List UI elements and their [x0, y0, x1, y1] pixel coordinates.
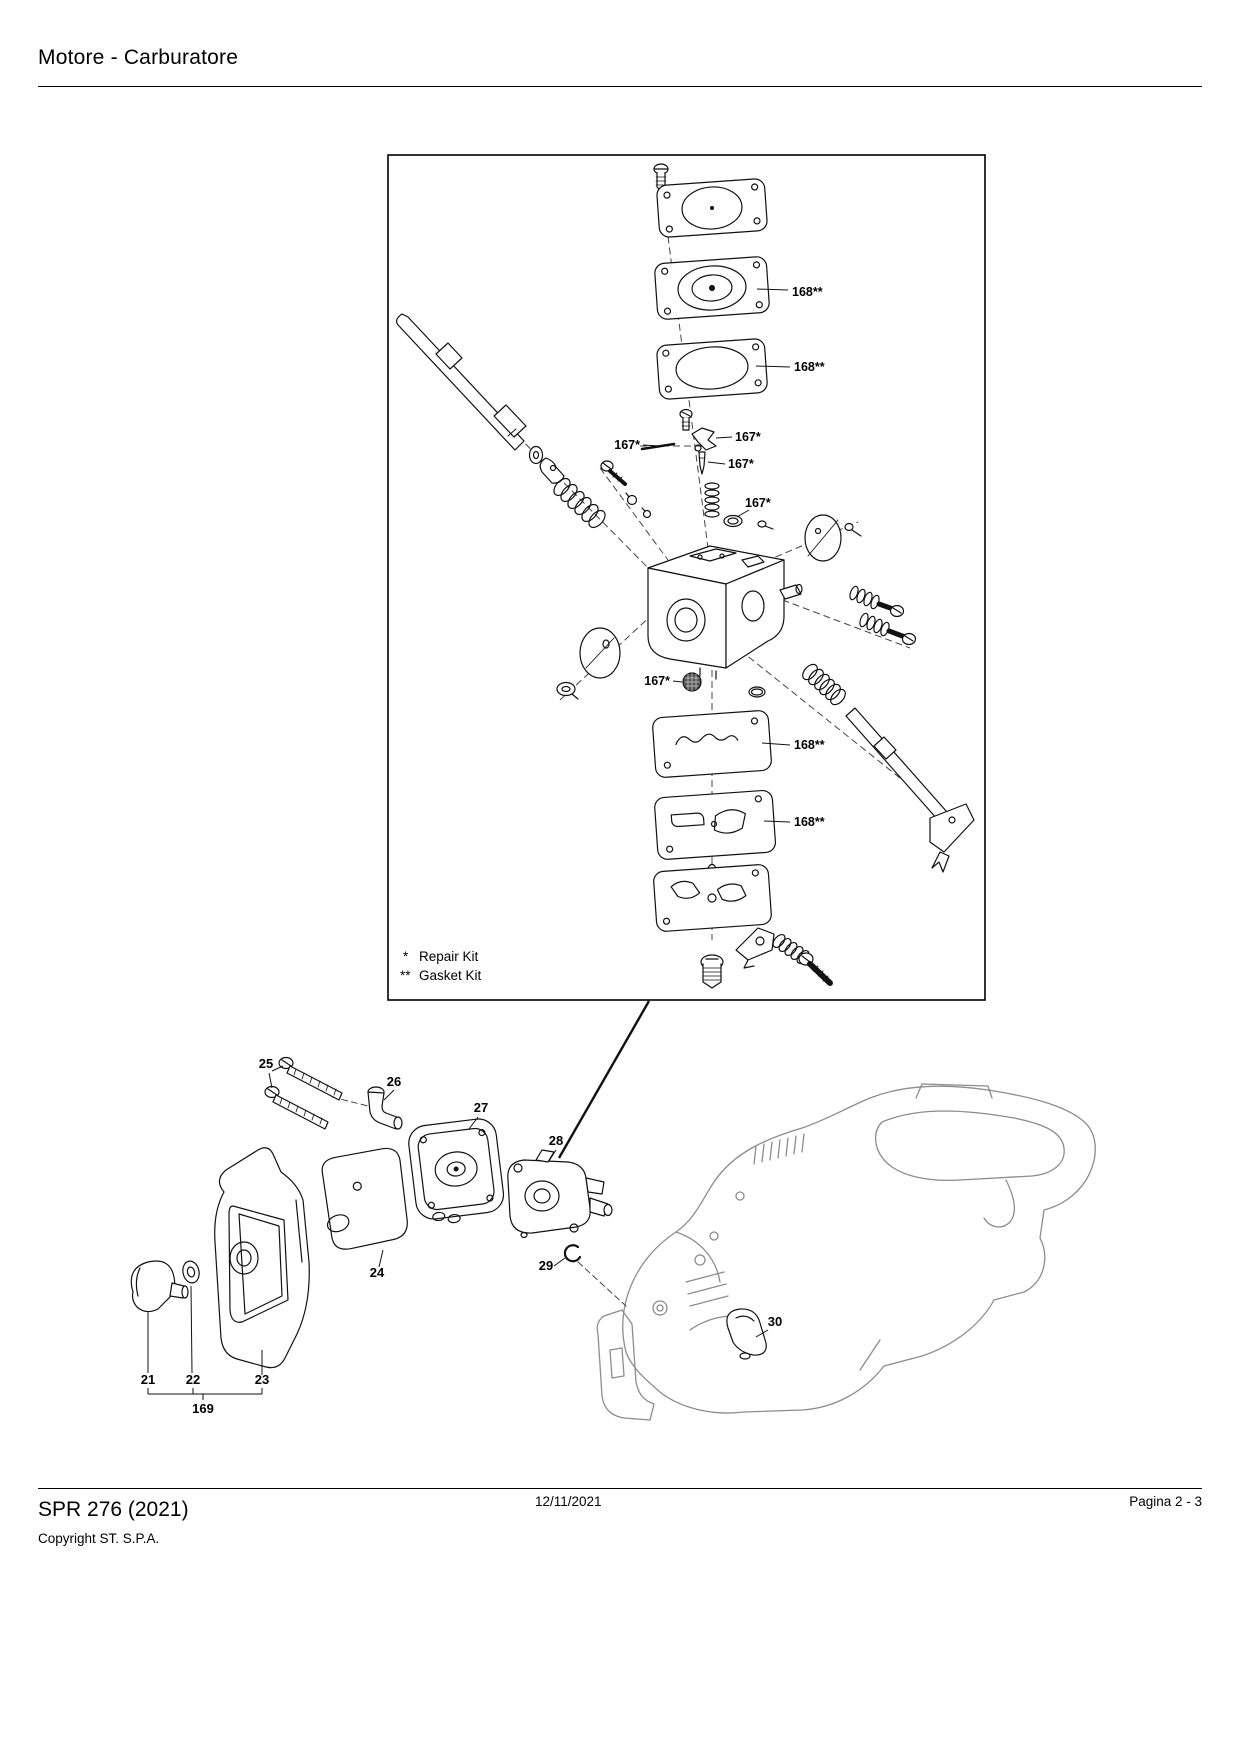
part-idle-adjust-screw: [849, 585, 905, 618]
callout-leaders: [642, 288, 791, 823]
part-filter-cover: [214, 1147, 310, 1369]
legend-repair-label: Repair Kit: [419, 949, 479, 964]
callout-metering-diaphragm: 168**: [792, 285, 823, 299]
part-mixture-adjust-screw: [859, 612, 917, 646]
part-number-28: 28: [549, 1133, 563, 1148]
part-number-23: 23: [255, 1372, 269, 1387]
part-elbow-fitting: [367, 1086, 403, 1130]
frame-connector-line: [557, 1000, 651, 1159]
part-filter-element: [321, 1147, 408, 1250]
part-lever-screw: [600, 460, 627, 486]
part-bracket: [735, 927, 775, 969]
part-bracket-screw: [798, 952, 833, 986]
callout-pump-diaphragm: 168**: [794, 815, 825, 829]
callout-pump-gasket: 168**: [794, 738, 825, 752]
legend-repair-symbol: *: [403, 949, 409, 964]
part-choke-lever: [539, 457, 565, 484]
callout-inlet-needle: 167*: [728, 457, 754, 471]
part-throttle-disc: [804, 514, 842, 562]
callout-welch-plug: 167*: [745, 496, 771, 510]
part-choke-plug: [556, 681, 579, 700]
part-inlet-needle: [698, 451, 706, 475]
part-choke-spring: [553, 477, 606, 529]
callout-inlet-screen: 167*: [644, 674, 670, 688]
part-inlet-screw: [679, 408, 693, 431]
part-throttle-spring: [802, 663, 846, 706]
part-number-169: 169: [192, 1401, 214, 1416]
part-metering-diaphragm: [654, 256, 770, 320]
part-diaphragm-cover: [656, 178, 768, 238]
part-pump-plate: [653, 864, 772, 932]
part-e-clips: [625, 492, 652, 519]
part-carburetor-assembly: [507, 1149, 613, 1239]
part-number-22: 22: [186, 1372, 200, 1387]
callout-lever-pin: 167*: [614, 438, 640, 452]
part-choke-knob: [726, 1308, 767, 1360]
part-o-ring: [748, 686, 766, 698]
part-number-leaders: [147, 1065, 769, 1400]
footer-divider: [38, 1488, 1202, 1489]
part-cover-knob: [130, 1260, 189, 1313]
clip-axis-dashed: [577, 1261, 627, 1307]
callout-lever: 167*: [735, 430, 761, 444]
footer-date: 12/11/2021: [535, 1494, 602, 1509]
part-choke-disc: [579, 627, 621, 679]
part-number-29: 29: [539, 1258, 553, 1273]
part-cover-washer: [182, 1260, 200, 1284]
part-throttle-shaft: [845, 707, 975, 873]
part-retaining-clip: [563, 1244, 582, 1263]
part-metering-spring: [704, 482, 720, 518]
part-lever-pin: [640, 442, 676, 451]
part-number-21: 21: [141, 1372, 155, 1387]
part-pump-diaphragm: [654, 789, 777, 860]
part-choke-shaft: [396, 313, 527, 451]
part-metering-gasket: [656, 338, 768, 400]
part-number-26: 26: [387, 1074, 401, 1089]
part-welch-plug: [723, 514, 743, 528]
legend-gasket-label: Gasket Kit: [419, 968, 482, 983]
chainsaw-body: [596, 1083, 1096, 1421]
footer-copyright: Copyright ST. S.P.A.: [38, 1531, 160, 1546]
part-pump-gasket: [652, 710, 772, 778]
part-mounting-bolt: [700, 954, 724, 989]
part-plug-screw: [757, 520, 774, 530]
part-number-24: 24: [370, 1265, 385, 1280]
part-cover-screws: [264, 1056, 343, 1130]
diagram-frame: [387, 154, 986, 1001]
header-divider: [38, 86, 1202, 87]
part-number-27: 27: [474, 1100, 488, 1115]
part-metering-lever: [691, 427, 717, 452]
callout-metering-gasket: 168**: [794, 360, 825, 374]
part-filter-base: [408, 1118, 505, 1224]
part-disc-screw: [844, 522, 862, 537]
footer-page-number: Pagina 2 - 3: [1129, 1494, 1202, 1509]
part-number-30: 30: [768, 1314, 782, 1329]
part-carburetor-body: [647, 545, 803, 680]
footer-model: SPR 276 (2021): [38, 1498, 189, 1521]
part-number-25: 25: [259, 1056, 273, 1071]
legend-gasket-symbol: **: [400, 968, 411, 983]
page-title: Motore - Carburatore: [38, 46, 239, 69]
part-shaft-washer: [528, 445, 544, 465]
part-inlet-screen: [682, 672, 702, 692]
